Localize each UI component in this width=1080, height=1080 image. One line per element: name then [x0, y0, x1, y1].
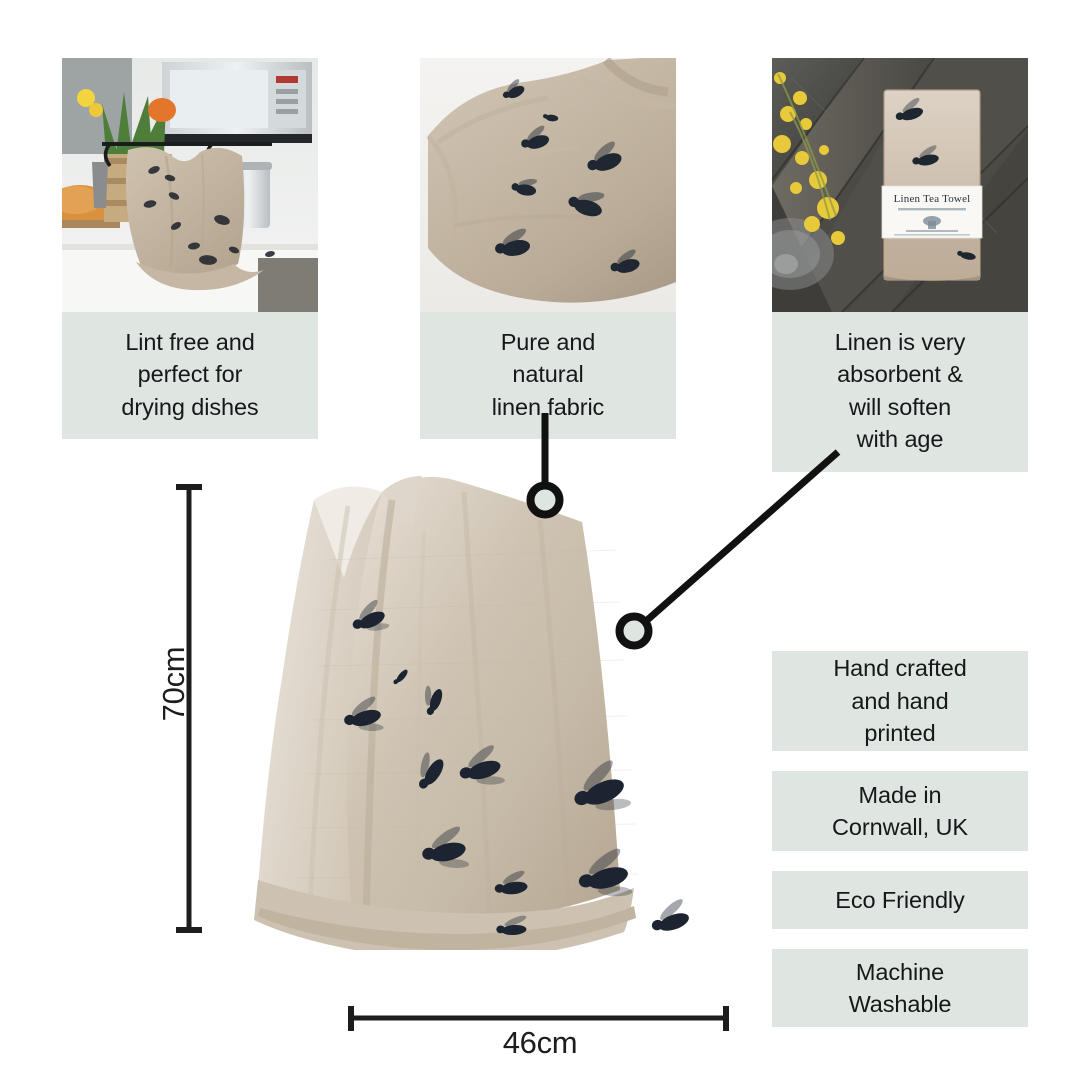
svg-text:Linen Tea Towel: Linen Tea Towel — [894, 193, 971, 205]
dimension-label-height: 70cm — [156, 646, 191, 722]
feature-card-caption: Pure and natural linen fabric — [420, 312, 676, 440]
feature-card-photo-fabric — [420, 58, 676, 312]
feature-card-photo-kitchen — [62, 58, 318, 312]
feature-card-caption: Linen is very absorbent & will soften wi… — [772, 312, 1028, 472]
feature-badge-eco-friendly[interactable]: Eco Friendly — [772, 871, 1028, 929]
feature-badge-hand-crafted[interactable]: Hand crafted and hand printed — [772, 651, 1028, 751]
feature-card-caption: Lint free and perfect for drying dishes — [62, 312, 318, 440]
feature-card-pure-linen[interactable]: Pure and natural linen fabric — [420, 58, 676, 440]
hero-product-image — [196, 470, 766, 950]
feature-card-absorbent[interactable]: Linen Tea Towel Linen is very absorbent … — [772, 58, 1028, 472]
feature-card-photo-packaged: Linen Tea Towel — [772, 58, 1028, 312]
feature-badge-machine-washable[interactable]: Machine Washable — [772, 949, 1028, 1027]
feature-card-lint-free[interactable]: Lint free and perfect for drying dishes — [62, 58, 318, 440]
dimension-label-width: 46cm — [502, 1025, 578, 1060]
feature-badge-made-in-cornwall[interactable]: Made in Cornwall, UK — [772, 771, 1028, 851]
